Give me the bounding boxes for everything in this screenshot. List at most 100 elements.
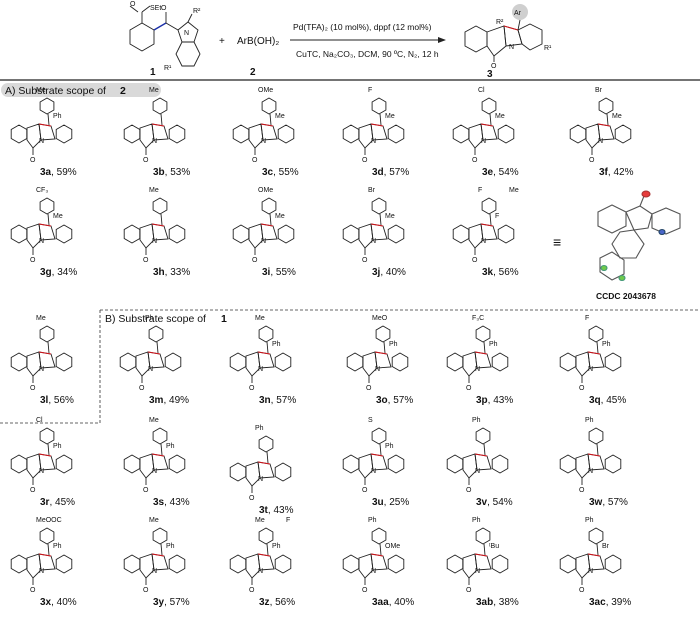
oxygen-3k: O (472, 257, 478, 264)
substituent-3ab: Ph (472, 517, 481, 524)
substituent-3ac: Ph (585, 517, 594, 524)
substituent-3k: F (495, 213, 499, 220)
substituent-3a: Me (36, 87, 46, 94)
structure-3d (342, 97, 405, 155)
structure-3b (123, 97, 186, 155)
substituent-3s: Ph (166, 443, 175, 450)
section-b-header: B) Substrate scope of 1 (0, 309, 700, 424)
structure-3t (229, 435, 292, 493)
compound-yield: , 57% (388, 395, 414, 406)
oxygen-3l: O (30, 385, 36, 392)
substituent-3b: Me (149, 87, 159, 94)
oxygen-3j: O (362, 257, 368, 264)
nitrogen-3y: N (152, 568, 157, 575)
substituent-3p: Ph (489, 341, 498, 348)
product-3-label: 3 (487, 69, 493, 80)
reagent-2-formula: ArB(OH)₂ (237, 36, 279, 47)
compound-yield: , 43% (164, 497, 190, 508)
reagent-1-structure: O O N SEt R² R¹ (129, 1, 201, 72)
compound-yield: , 55% (270, 267, 296, 278)
oxygen-3s: O (143, 487, 149, 494)
substituent-3k: F (478, 187, 482, 194)
compound-id: 3f (599, 167, 609, 178)
nitrogen-3j: N (371, 238, 376, 245)
reaction-scheme: O O N SEt R² R¹ 1 + ArB(OH)₂ 2 Pd(TFA)₂ … (129, 1, 552, 80)
compound-label-3z: 3z, 56% (259, 597, 295, 608)
compound-id: 3n (259, 395, 271, 406)
oxygen-3z: O (249, 587, 255, 594)
compound-id: 3m (149, 395, 164, 406)
nitrogen-3k: N (481, 238, 486, 245)
compound-yield: , 45% (49, 497, 75, 508)
crystal-structure: ≡ CCDC 2043678 (553, 190, 681, 301)
substituent-3z: F (286, 517, 290, 524)
oxygen-3o: O (366, 385, 372, 392)
section-a-title: A) Substrate scope of (5, 85, 106, 97)
oxygen-3g: O (30, 257, 36, 264)
product-3-structure: Ar R² R¹ N O (464, 4, 552, 70)
product-r2: R² (496, 19, 504, 26)
oxygen-3i: O (252, 257, 258, 264)
crystal-structure-image (597, 190, 681, 282)
compound-yield: , 43% (268, 505, 294, 516)
compound-yield: , 34% (52, 267, 78, 278)
oxygen-3c: O (252, 157, 258, 164)
structure-3h (123, 197, 186, 255)
substituent-3ac: Br (602, 543, 610, 550)
nitrogen-3a: N (39, 138, 44, 145)
oxygen-3h: O (143, 257, 149, 264)
nitrogen-3p: N (475, 366, 480, 373)
compound-label-3e: 3e, 54% (482, 167, 519, 178)
substituent-3o: MeO (372, 315, 388, 322)
oxygen-3y: O (143, 587, 149, 594)
substituent-3q: F (585, 315, 589, 322)
substituent-3z: Ph (272, 543, 281, 550)
structure-3a (10, 97, 73, 155)
compound-label-3r: 3r, 45% (40, 497, 75, 508)
nitrogen-3x: N (39, 568, 44, 575)
substituent-3x: MeOOC (36, 517, 62, 524)
section-a-number: 2 (120, 85, 126, 97)
compound-id: 3l (40, 395, 49, 406)
compound-id: 3a (40, 167, 52, 178)
compound-yield: , 54% (487, 497, 513, 508)
nitrogen-3v: N (475, 468, 480, 475)
compound-id: 3ab (476, 597, 493, 608)
reagent-1-r1: R¹ (164, 65, 172, 72)
product-ar: Ar (514, 10, 522, 17)
substituent-3j: Br (368, 187, 376, 194)
structure-3q (559, 325, 622, 383)
substituent-3u: S (368, 417, 373, 424)
oxygen-3a: O (30, 157, 36, 164)
nitrogen-3ab: N (475, 568, 480, 575)
compound-yield: , 57% (602, 497, 628, 508)
substituent-3p: F₃C (472, 315, 484, 322)
compound-id: 3y (153, 597, 165, 608)
oxygen-3e: O (472, 157, 478, 164)
product-n: N (509, 44, 514, 51)
structure-3s (123, 427, 186, 485)
substituent-3u: Ph (385, 443, 394, 450)
compound-label-3q: 3q, 45% (589, 395, 626, 406)
structure-3g (10, 197, 73, 255)
compound-id: 3r (40, 497, 50, 508)
compound-id: 3p (476, 395, 488, 406)
substituent-3l: Me (36, 315, 46, 322)
structure-3r (10, 427, 73, 485)
nitrogen-3s: N (152, 468, 157, 475)
oxygen-3f: O (589, 157, 595, 164)
compound-label-3v: 3v, 54% (476, 497, 513, 508)
structure-3j (342, 197, 405, 255)
substituent-3s: Me (149, 417, 159, 424)
